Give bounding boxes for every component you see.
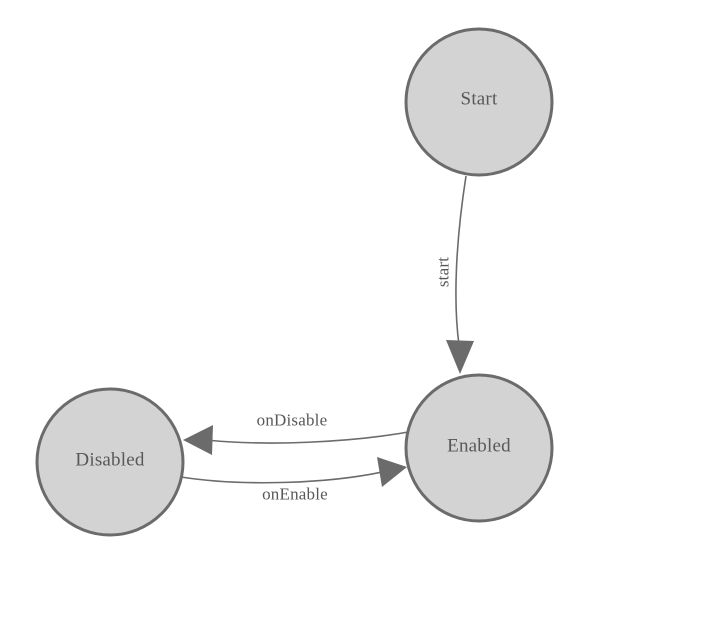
edge-enabled-to-disabled-path xyxy=(205,430,415,444)
state-node-disabled-circle xyxy=(35,387,185,537)
state-node-start[interactable]: Start xyxy=(404,27,554,177)
edge-enabled-to-disabled[interactable]: onDisable xyxy=(183,411,415,456)
arrow-head-down-icon xyxy=(446,340,474,374)
state-node-start-label: Start xyxy=(461,89,498,110)
edge-start-to-enabled[interactable]: start xyxy=(434,175,475,374)
edge-disabled-to-enabled-path xyxy=(180,471,383,484)
state-node-start-circle xyxy=(404,27,554,177)
edge-label-onenable: onEnable xyxy=(262,485,328,504)
arrow-head-right-icon xyxy=(377,457,407,487)
edge-start-to-enabled-path xyxy=(455,175,467,346)
state-node-enabled-label: Enabled xyxy=(447,436,511,457)
state-node-disabled[interactable]: Disabled xyxy=(35,387,185,537)
edge-label-start: start xyxy=(434,257,453,287)
edge-disabled-to-enabled[interactable]: onEnable xyxy=(180,457,407,504)
state-node-enabled[interactable]: Enabled xyxy=(404,373,554,523)
edge-label-ondisable: onDisable xyxy=(257,411,328,430)
state-node-enabled-circle xyxy=(404,373,554,523)
state-node-disabled-label: Disabled xyxy=(75,450,144,471)
arrow-head-left-icon xyxy=(183,425,213,455)
